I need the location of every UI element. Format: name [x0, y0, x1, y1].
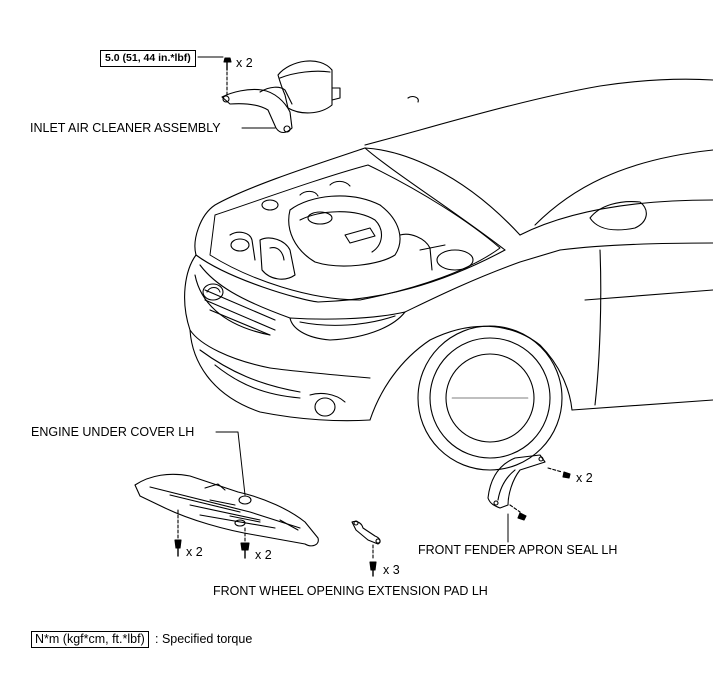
- pad-clip-quantity: x 3: [383, 563, 400, 577]
- inlet-air-cleaner-label: INLET AIR CLEANER ASSEMBLY: [30, 121, 221, 135]
- inlet-air-cleaner-illustration: [221, 60, 341, 134]
- under-cover-leader: [215, 431, 246, 496]
- car-illustration: [184, 78, 713, 471]
- engine-under-cover-label: ENGINE UNDER COVER LH: [31, 425, 195, 439]
- front-wheel-pad-label: FRONT WHEEL OPENING EXTENSION PAD LH: [213, 584, 488, 598]
- under-cover-bolt-quantity: x 2: [255, 548, 272, 562]
- legend-unit-box: N*m (kgf*cm, ft.*lbf): [31, 631, 149, 648]
- torque-spec-box: 5.0 (51, 44 in.*lbf): [100, 50, 196, 67]
- engine-under-cover-illustration: [134, 473, 319, 547]
- front-fender-apron-seal-label: FRONT FENDER APRON SEAL LH: [418, 543, 618, 557]
- under-cover-screw-quantity: x 2: [186, 545, 203, 559]
- inlet-bolt-icon: [223, 57, 232, 97]
- front-fender-apron-seal-illustration: [487, 454, 546, 509]
- under-cover-bolt-icon: [240, 527, 250, 559]
- apron-seal-screw-icon: [547, 467, 571, 479]
- under-cover-screw-icon: [174, 509, 182, 557]
- pad-clip-icon: [369, 544, 377, 577]
- inlet-bolt-quantity: x 2: [236, 56, 253, 70]
- legend-text: : Specified torque: [155, 632, 253, 646]
- apron-seal-lower-screw-icon: [509, 504, 527, 521]
- front-wheel-pad-illustration: [351, 520, 381, 545]
- apron-seal-screw-quantity: x 2: [576, 471, 593, 485]
